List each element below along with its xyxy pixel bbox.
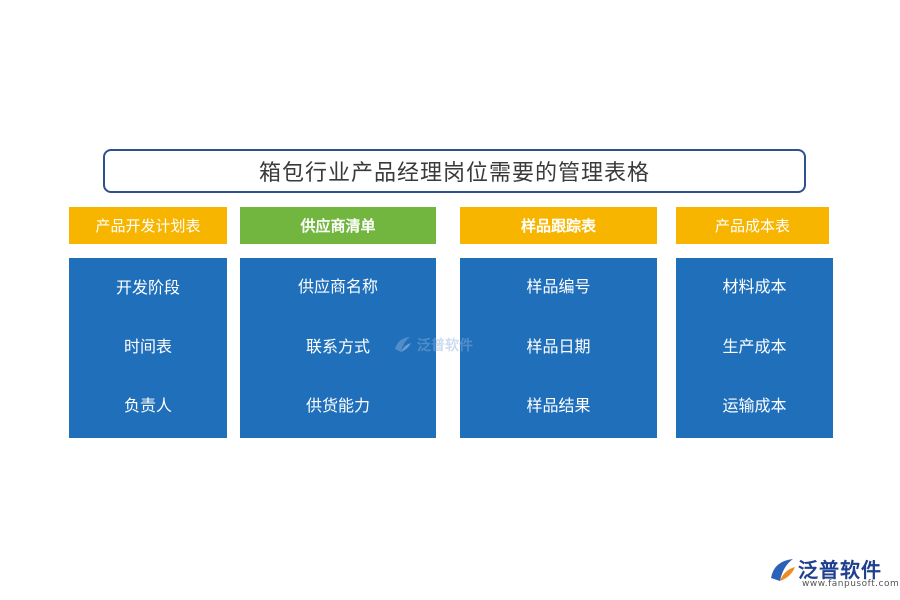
column-header-supplier-list: 供应商清单 [240, 207, 436, 244]
list-item: 负责人 [123, 396, 172, 415]
column-body-sample-tracking: 样品编号 样品日期 样品结果 [460, 258, 657, 438]
column-header-label: 样品跟踪表 [520, 217, 596, 235]
list-item: 样品结果 [526, 396, 591, 415]
column-header-sample-tracking: 样品跟踪表 [460, 207, 657, 244]
column-header-product-cost: 产品成本表 [676, 207, 829, 244]
fanpu-logo-icon [771, 559, 795, 581]
list-item: 样品日期 [526, 337, 591, 356]
column-body-supplier-list: 供应商名称 联系方式 供货能力 [240, 258, 436, 438]
column-body-product-cost: 材料成本 生产成本 运输成本 [676, 258, 833, 438]
column-header-label: 产品成本表 [714, 217, 790, 235]
column-header-label: 产品开发计划表 [95, 217, 201, 235]
list-item: 联系方式 [305, 337, 370, 356]
fanpu-logo-icon [395, 337, 411, 352]
brand-logo: 泛普软件 www.fanpusoft.com [768, 552, 899, 596]
list-item: 运输成本 [722, 396, 787, 415]
diagram-title: 箱包行业产品经理岗位需要的管理表格 [103, 149, 806, 193]
column-header-dev-plan: 产品开发计划表 [69, 207, 227, 244]
list-item: 供货能力 [305, 396, 370, 415]
list-item: 供应商名称 [297, 277, 378, 296]
list-item: 材料成本 [722, 277, 787, 296]
watermark: 泛普软件 [392, 334, 473, 356]
list-item: 时间表 [123, 337, 172, 356]
brand-url: www.fanpusoft.com [802, 579, 900, 589]
list-item: 生产成本 [722, 337, 787, 356]
column-body-dev-plan: 开发阶段 时间表 负责人 [69, 258, 227, 438]
watermark-text: 泛普软件 [417, 338, 473, 354]
column-header-label: 供应商清单 [300, 217, 376, 235]
brand-name: 泛普软件 [798, 558, 882, 582]
list-item: 样品编号 [526, 277, 591, 296]
list-item: 开发阶段 [115, 278, 180, 297]
